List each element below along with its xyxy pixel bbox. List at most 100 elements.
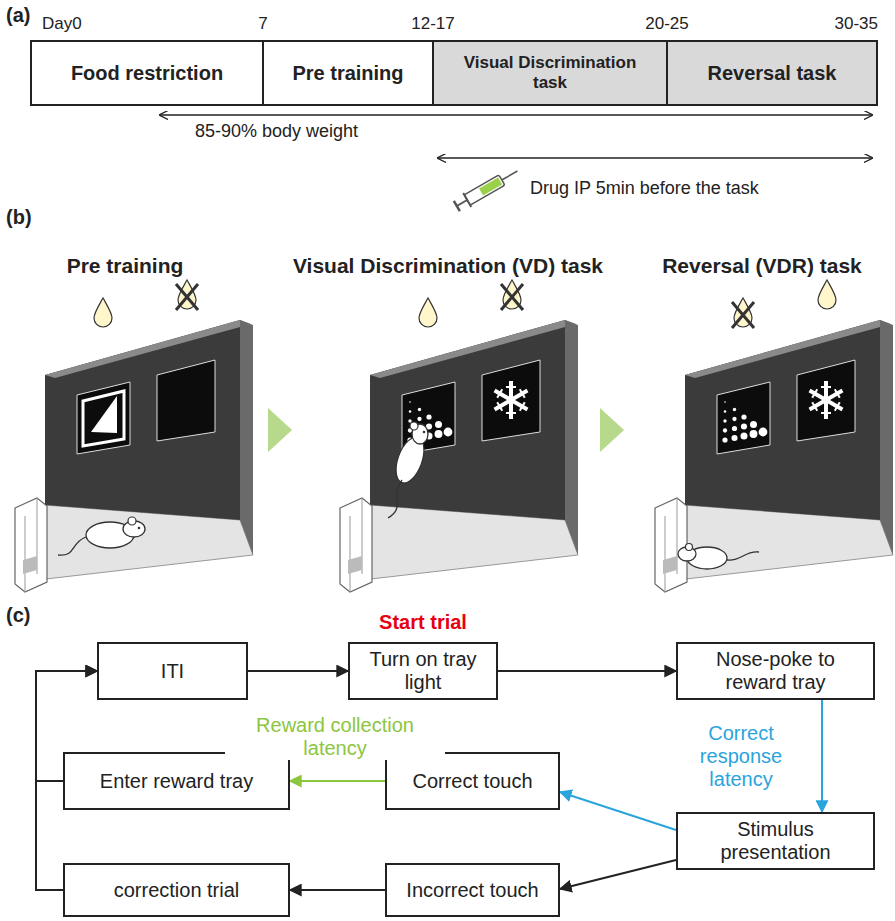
vdr-chamber	[733, 408, 736, 411]
process-box: ITI	[97, 642, 248, 700]
pre-training-chamber	[15, 320, 253, 592]
day-label: 30-35	[835, 14, 878, 34]
rat	[58, 537, 86, 555]
process-box: Enter reward tray	[63, 752, 290, 810]
vd-chamber	[511, 391, 527, 401]
vdr-chamber	[826, 391, 842, 401]
process-box: Stimulus presentation	[676, 812, 875, 870]
vdr-chamber	[810, 400, 826, 410]
pre-training-chamber	[94, 298, 112, 327]
body-weight-arrow	[160, 114, 872, 116]
day-label: 7	[258, 14, 267, 34]
drug-arrow	[438, 158, 872, 159]
vd-chamber	[497, 402, 502, 411]
syringe-icon	[453, 164, 522, 213]
vdr-chamber	[818, 280, 836, 309]
process-box: Start trialTurn on tray light	[348, 642, 498, 700]
vd-chamber	[520, 402, 525, 411]
vd-chamber	[506, 412, 516, 414]
vdr-chamber	[722, 401, 767, 442]
syringe-icon	[457, 200, 467, 206]
vdr-chamber	[741, 414, 746, 419]
vdr-chamber	[732, 426, 737, 431]
syringe-icon	[463, 193, 471, 207]
syringe-icon	[454, 201, 460, 211]
vd-chamber	[408, 419, 411, 422]
step-arrow	[268, 408, 292, 452]
timeline-box: Food restriction	[30, 40, 264, 106]
node-text: Incorrect touch	[406, 879, 538, 902]
vdr-chamber	[741, 433, 748, 440]
vd-chamber	[444, 428, 453, 437]
stage-title: Pre training	[67, 254, 184, 278]
vd-chamber	[511, 400, 527, 410]
vdr-chamber	[810, 391, 826, 401]
pre-training-chamber	[15, 280, 253, 592]
stage-title: Reversal (VDR) task	[662, 254, 862, 278]
process-box: Correct touch	[385, 752, 560, 810]
vdr-chamber	[826, 400, 842, 410]
vd-chamber	[418, 408, 421, 411]
vdr-chamber	[732, 417, 736, 421]
vd-chamber	[506, 386, 516, 388]
rat	[410, 422, 418, 430]
syringe-icon	[464, 175, 505, 205]
node-text: Stimulus presentation	[690, 818, 861, 864]
vdr-chamber	[835, 402, 840, 411]
vdr-chamber	[759, 428, 768, 437]
rat	[423, 431, 426, 434]
body-weight-arrow	[160, 115, 872, 116]
flow-arrow	[248, 670, 348, 672]
edge-label: Correct response latency	[670, 722, 812, 791]
vd-chamber	[340, 320, 578, 592]
vd-chamber	[497, 389, 502, 398]
vdr-chamber	[812, 402, 817, 411]
vd-chamber	[435, 430, 443, 438]
node-text: correction trial	[114, 879, 240, 902]
vdr-chamber	[655, 320, 893, 592]
pre-training-chamber	[83, 391, 124, 446]
timeline-box: Visual Discrimination task	[432, 40, 668, 106]
day-label: Day0	[42, 14, 82, 34]
process-box: Incorrect touch	[385, 863, 560, 917]
drug-label: Drug IP 5min before the task	[530, 178, 759, 199]
vd-chamber	[340, 280, 578, 592]
rat	[128, 517, 136, 525]
vd-chamber	[409, 410, 412, 413]
vdr-chamber	[750, 430, 758, 438]
period-label: 85-90% body weight	[195, 121, 358, 142]
vdr-chamber	[723, 419, 726, 422]
vd-chamber	[495, 391, 511, 401]
rat	[138, 527, 141, 530]
panel-label: (b)	[6, 206, 32, 229]
flow-arrow	[290, 780, 385, 782]
node-text: Correct touch	[412, 770, 532, 793]
syringe-icon	[502, 171, 518, 180]
vd-chamber	[495, 381, 528, 419]
flow-arrow	[821, 700, 823, 812]
vdr-chamber	[655, 280, 893, 592]
flow-arrow	[560, 860, 676, 889]
vdr-chamber	[810, 381, 843, 419]
syringe-icon	[479, 178, 502, 196]
rat	[388, 480, 402, 518]
vdr-chamber	[750, 421, 757, 428]
node-text: Nose-poke to reward tray	[690, 648, 861, 694]
vd-chamber	[435, 421, 442, 428]
node-text: Enter reward tray	[100, 770, 253, 793]
vdr-chamber	[821, 386, 831, 388]
vdr-chamber	[835, 389, 840, 398]
flow-arrow	[498, 670, 676, 672]
node-text: Food restriction	[71, 62, 223, 85]
vdr-chamber	[722, 437, 727, 442]
vdr-chamber	[723, 428, 727, 432]
vd-chamber	[501, 284, 523, 310]
node-text: Turn on tray light	[362, 648, 484, 694]
vdr-chamber	[812, 389, 817, 398]
vd-chamber	[495, 400, 511, 410]
drug-arrow	[438, 157, 872, 159]
day-label: 12-17	[411, 14, 454, 34]
panel-label: (a)	[6, 4, 30, 27]
day-label: 20-25	[645, 14, 688, 34]
vd-chamber	[520, 389, 525, 398]
